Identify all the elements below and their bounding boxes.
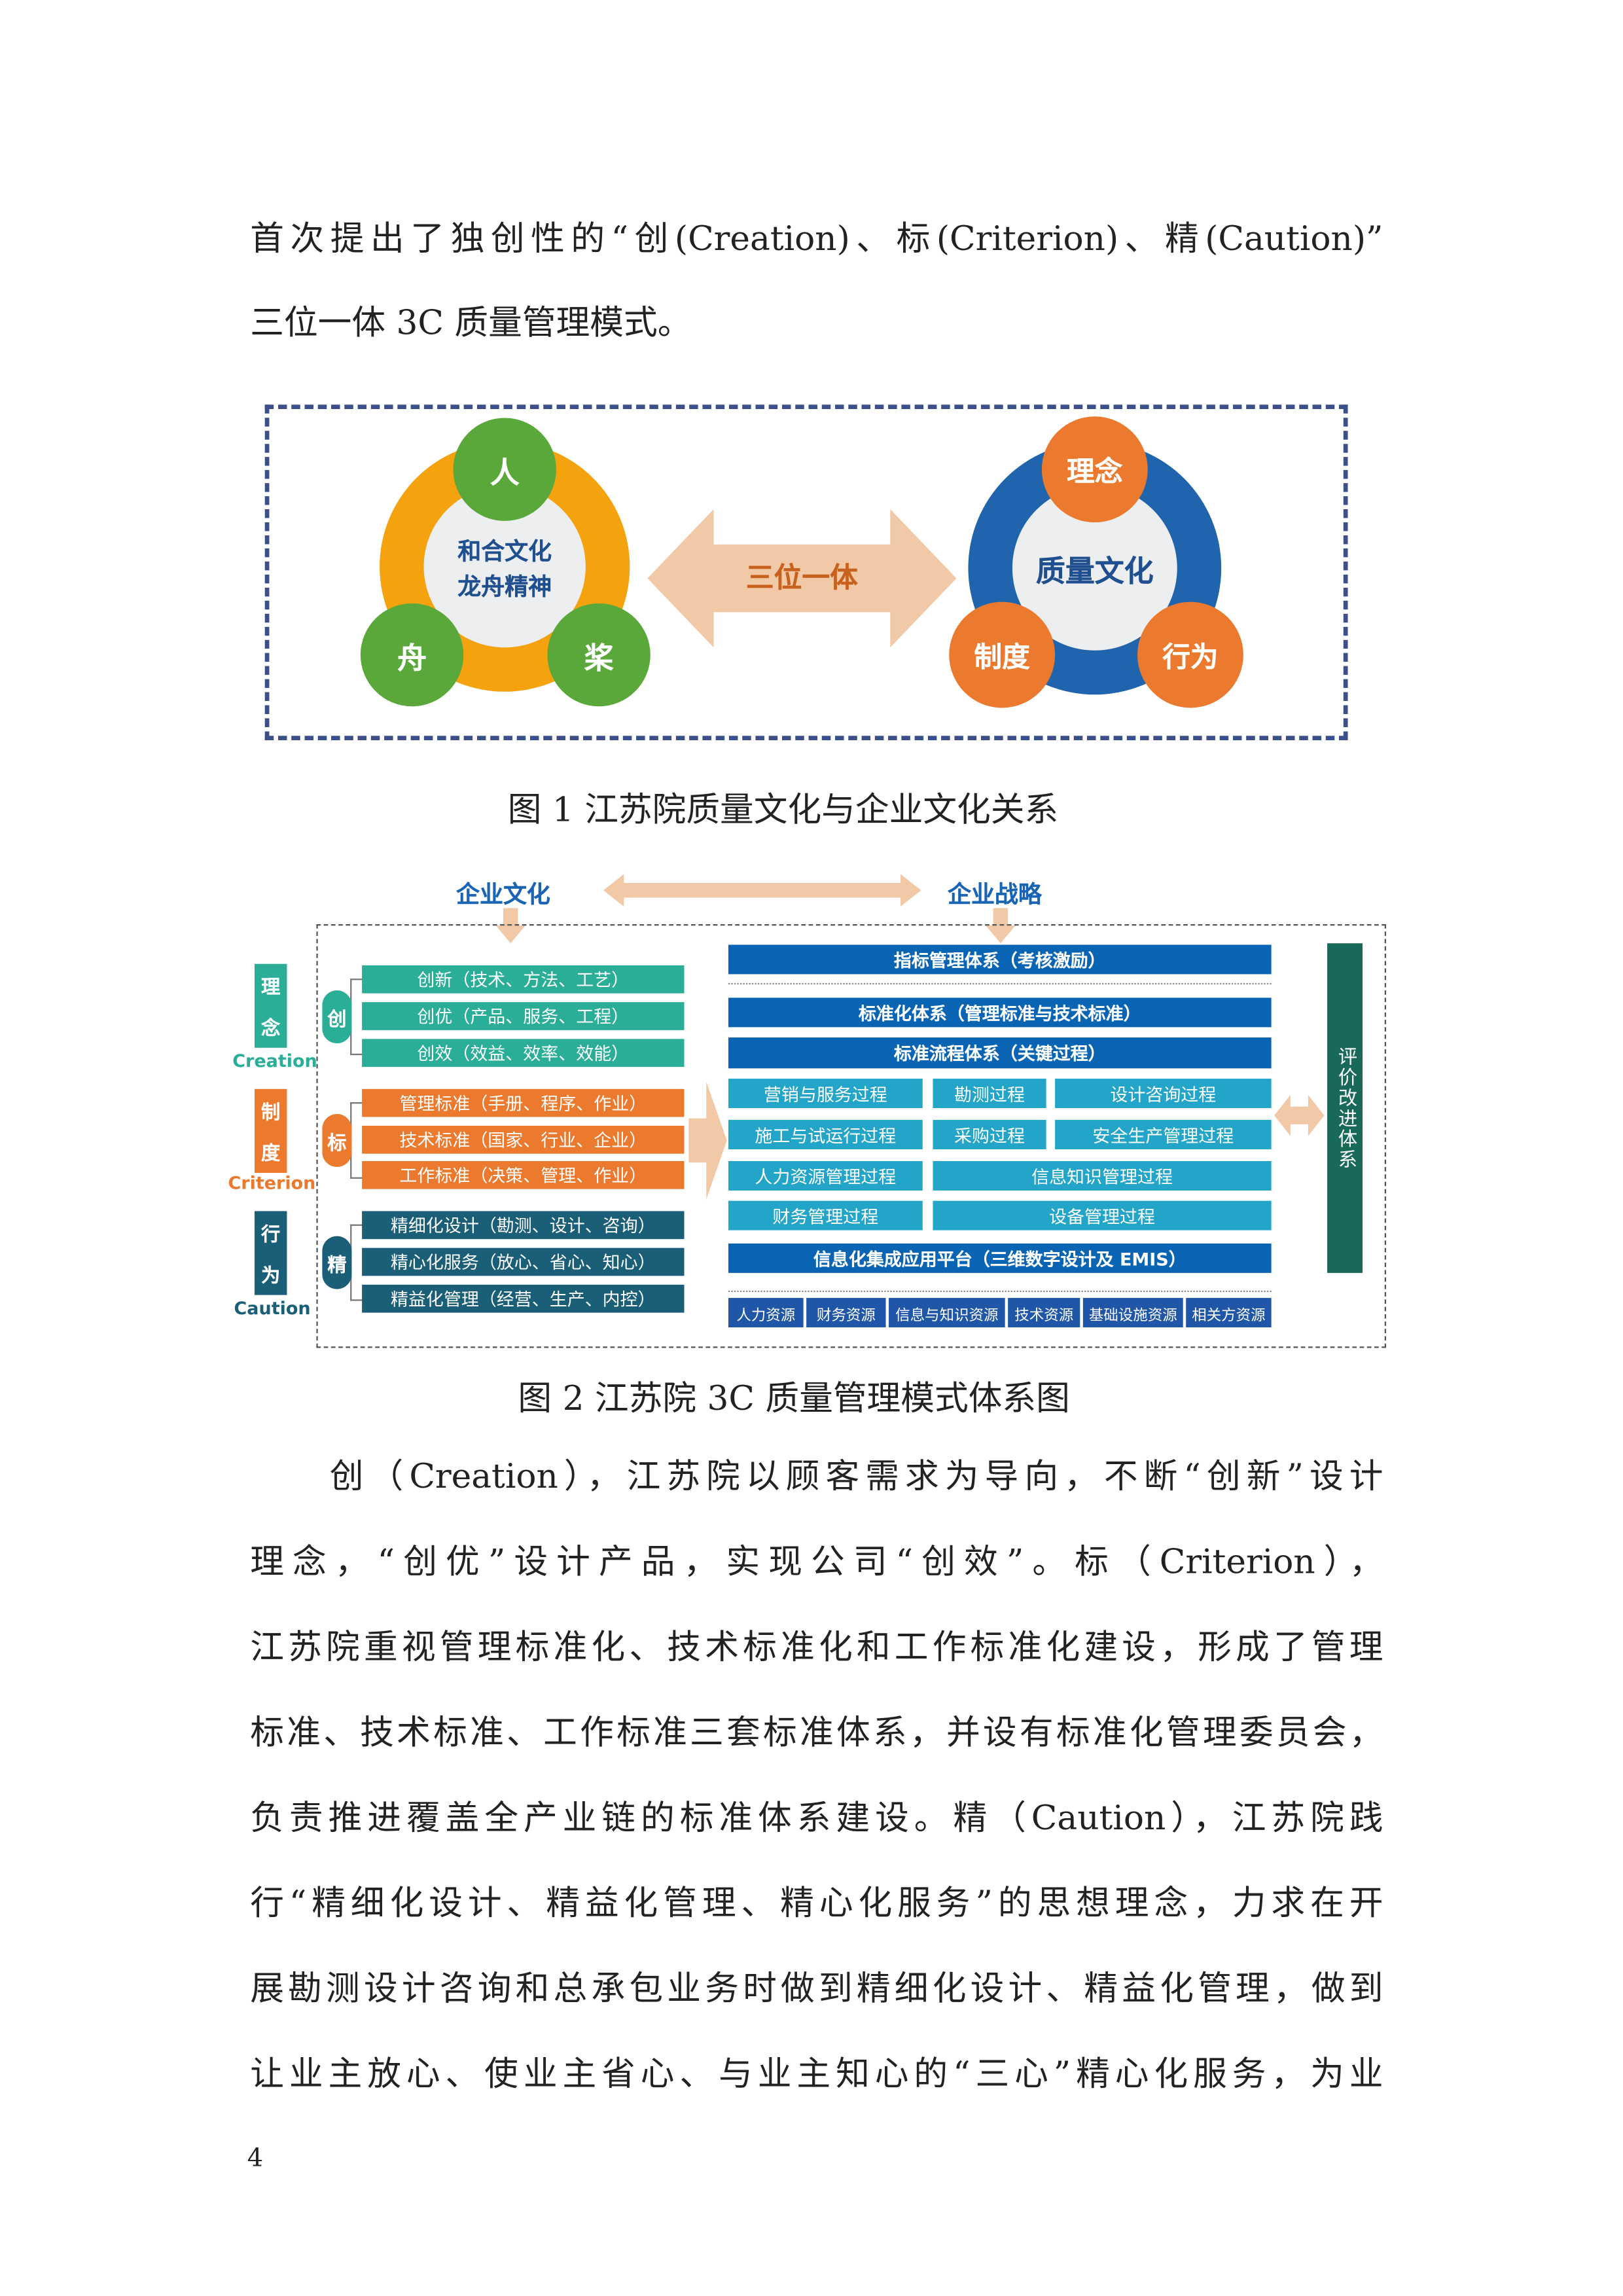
criterion-item: 管理标准（手册、程序、作业） [362,1088,685,1117]
resource-item: 相关方资源 [1186,1298,1272,1328]
creation-item: 创优（产品、服务、工程） [362,1002,685,1030]
body-line: 理念，“创优”设计产品，实现公司“创效”。标（Criterion）， [250,1543,1383,1583]
label-char: 念 [261,1018,281,1041]
caution-item: 精益化管理（经营、生产、内控） [362,1284,685,1313]
standardization-system: 标准化体系（管理标准与技术标准） [728,997,1272,1028]
strategy-title: 企业战略 [947,880,1042,908]
node-system: 制度 [949,601,1056,708]
platform: 信息化集成应用平台（三维数字设计及 EMIS） [728,1243,1272,1273]
node-ren: 人 [453,418,556,521]
intro-line-2: 三位一体 3C 质量管理模式。 [250,304,692,343]
trinity-label: 三位一体 [745,562,858,595]
process-item: 设计咨询过程 [1055,1079,1272,1109]
resource-item: 人力资源 [728,1298,804,1328]
process-item: 勘测过程 [933,1079,1046,1109]
body-line: 负责推进覆盖全产业链的标准体系建设。精（Caution），江苏院践 [250,1799,1383,1839]
process-item: 采购过程 [933,1120,1046,1150]
label-char: 制 [261,1102,281,1124]
culture-title: 企业文化 [456,880,550,908]
creation-item: 创新（技术、方法、工艺） [362,965,685,994]
criterion-item: 工作标准（决策、管理、作业） [362,1160,685,1189]
process-item: 营销与服务过程 [728,1079,923,1109]
body-line: 创（Creation），江苏院以顾客需求为导向，不断“创新”设计 [250,1458,1383,1497]
figure-1-caption: 图 1 江苏院质量文化与企业文化关系 [507,791,1059,831]
key-biao: 标 [322,1114,352,1167]
process-system: 标准流程体系（关键过程） [728,1037,1272,1069]
process-item: 施工与试运行过程 [728,1120,923,1150]
label-char: 为 [261,1266,281,1288]
label-char: 行 [261,1224,281,1246]
resource-item: 信息与知识资源 [889,1298,1005,1328]
page-number: 4 [247,2144,264,2174]
right-arrow-icon [688,1081,727,1200]
node-behavior: 行为 [1137,601,1243,708]
label-criterion: Criterion [228,1172,316,1194]
body-line: 展勘测设计咨询和总承包业务时做到精细化设计、精益化管理，做到 [250,1970,1383,2009]
label-concept: 理念 [254,963,287,1048]
body-line: 江苏院重视管理标准化、技术标准化和工作标准化建设，形成了管理 [250,1628,1383,1668]
divider [728,1290,1272,1293]
resource-item: 技术资源 [1008,1298,1080,1328]
creation-item: 创效（效益、效率、效能） [362,1039,685,1067]
figure-2-caption: 图 2 江苏院 3C 质量管理模式体系图 [518,1380,1070,1419]
label-char: 度 [261,1143,281,1166]
process-item: 财务管理过程 [728,1200,923,1230]
key-chuang: 创 [322,990,352,1044]
node-jiang: 桨 [547,603,651,707]
intro-line-1: 首次提出了独创性的“创(Creation)、标(Criterion)、精(Cau… [250,221,1383,259]
criterion-item: 技术标准（国家、行业、企业） [362,1126,685,1154]
index-system: 指标管理体系（考核激励） [728,944,1272,975]
evaluation-system: 评价改进体系 [1327,943,1363,1273]
culture-center-line1: 和合文化 [457,537,552,565]
figure-1 [264,404,1348,740]
label-system: 制度 [254,1088,287,1173]
label-behavior: 行为 [254,1211,287,1295]
process-item: 安全生产管理过程 [1055,1120,1272,1150]
caution-item: 精心化服务（放心、省心、知心） [362,1247,685,1276]
resource-item: 基础设施资源 [1082,1298,1183,1328]
double-arrow-icon [647,509,957,648]
process-item: 设备管理过程 [933,1200,1272,1230]
process-item: 人力资源管理过程 [728,1160,923,1191]
resource-item: 财务资源 [806,1298,886,1328]
key-jing: 精 [322,1236,352,1289]
divider [728,982,1272,985]
node-zhou: 舟 [360,603,464,707]
caution-item: 精细化设计（勘测、设计、咨询） [362,1211,685,1240]
body-line: 行“精细化设计、精益化管理、精心化服务”的思想理念，力求在开 [250,1885,1383,1924]
culture-strategy-arrow-icon [603,874,921,907]
process-item: 信息知识管理过程 [933,1160,1272,1191]
label-char: 理 [261,977,281,999]
node-concept: 理念 [1041,416,1148,523]
body-line: 让业主放心、使业主省心、与业主知心的“三心”精心化服务，为业 [250,2056,1383,2094]
label-caution: Caution [234,1298,311,1319]
label-creation: Creation [232,1050,317,1071]
figure-2-frame [316,924,1386,1348]
body-line: 标准、技术标准、工作标准三套标准体系，并设有标准化管理委员会， [250,1714,1383,1753]
culture-center-line2: 龙舟精神 [457,572,552,601]
double-arrow-icon [1274,1094,1325,1136]
